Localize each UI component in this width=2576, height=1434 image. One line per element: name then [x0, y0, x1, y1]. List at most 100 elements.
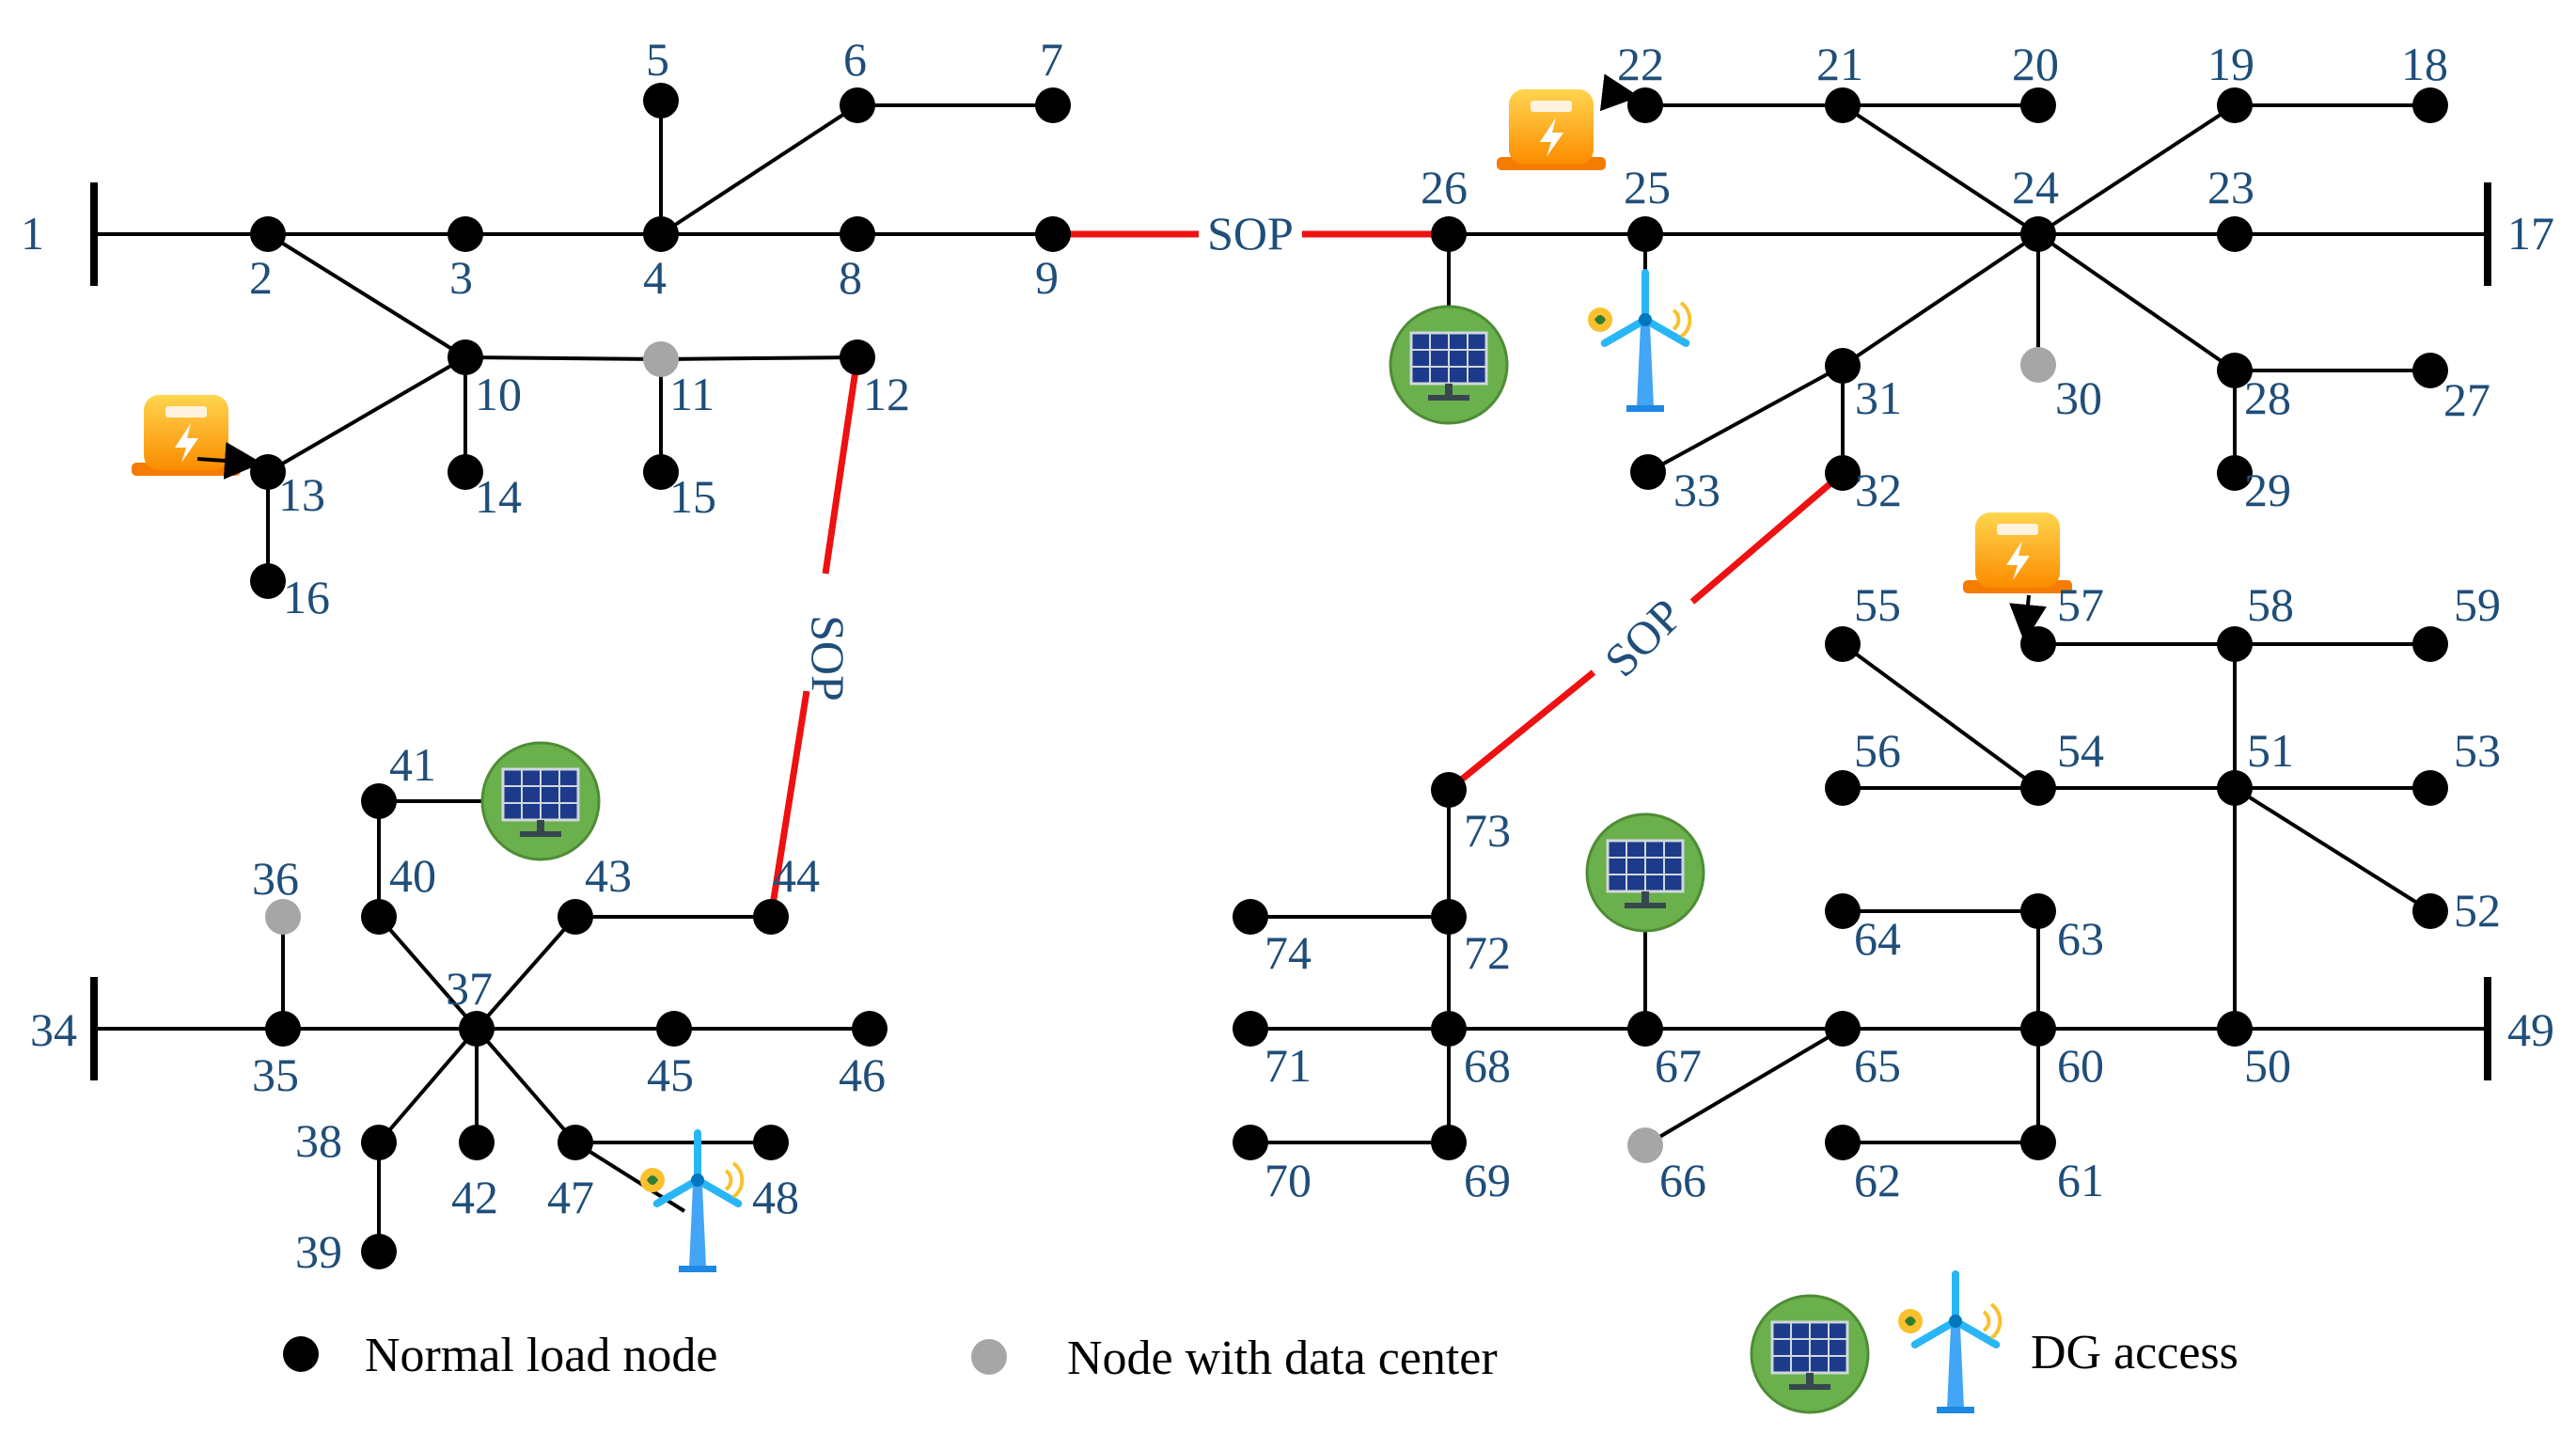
- node-label-2: 2: [249, 251, 273, 304]
- ev-charger-icon: [132, 395, 241, 476]
- node-label-61: 61: [2057, 1154, 2104, 1206]
- line-layer: [90, 101, 2491, 1252]
- node-label-16: 16: [283, 571, 330, 623]
- line-54-55: [1841, 642, 2040, 790]
- node-61: [2020, 1125, 2056, 1160]
- line-37-43: [475, 915, 577, 1031]
- node-label-36: 36: [252, 852, 299, 905]
- node-26: [1431, 216, 1467, 252]
- sop-label: SOP: [1207, 207, 1294, 260]
- node-label-39: 39: [295, 1225, 342, 1278]
- node-label-25: 25: [1624, 161, 1671, 213]
- node-label-43: 43: [585, 849, 632, 902]
- node-57: [2020, 626, 2056, 662]
- sop-line-32-73-b: [1446, 670, 1596, 793]
- charger-arrow: [1599, 73, 1640, 112]
- node-label-40: 40: [389, 849, 436, 902]
- node-label-55: 55: [1854, 578, 1901, 631]
- node-2: [250, 216, 286, 252]
- node-label-9: 9: [1035, 251, 1059, 304]
- line-65-66: [1643, 1027, 1845, 1147]
- node-45: [656, 1011, 692, 1047]
- legend-normal-dot: [283, 1336, 319, 1372]
- node-69: [1431, 1125, 1467, 1160]
- node-20: [2020, 87, 2056, 123]
- legend-wind-icon: [1898, 1270, 2003, 1413]
- node-4: [643, 216, 679, 252]
- node-label-33: 33: [1673, 464, 1720, 516]
- line-37-38: [377, 1027, 479, 1144]
- node-label-31: 31: [1855, 371, 1902, 424]
- sop-line-12-44-b: [767, 690, 810, 918]
- node-label-30: 30: [2055, 371, 2102, 424]
- node-54: [2020, 770, 2056, 806]
- node-27: [2412, 353, 2448, 388]
- node-9: [1035, 216, 1071, 252]
- node-label-45: 45: [647, 1048, 694, 1101]
- wind-turbine-icon: [1588, 269, 1692, 412]
- node-label-7: 7: [1040, 33, 1063, 86]
- node-label-44: 44: [773, 849, 820, 902]
- node-label-63: 63: [2057, 912, 2104, 965]
- node-64: [1825, 893, 1861, 929]
- node-label-57: 57: [2057, 578, 2104, 631]
- node-5: [643, 83, 679, 118]
- node-47: [558, 1125, 593, 1160]
- line-24-31: [1841, 232, 2040, 368]
- node-74: [1233, 899, 1268, 935]
- node-62: [1825, 1125, 1861, 1160]
- node-label-47: 47: [547, 1171, 594, 1223]
- line-24-28: [2036, 232, 2237, 372]
- node-label-11: 11: [669, 368, 715, 420]
- node-label-3: 3: [449, 251, 473, 304]
- node-label-12: 12: [863, 368, 910, 420]
- node-56: [1825, 770, 1861, 806]
- node-70: [1233, 1125, 1268, 1160]
- node-73: [1431, 772, 1467, 808]
- line-10-11: [464, 355, 662, 361]
- node-44: [753, 899, 789, 935]
- node-label-34: 34: [30, 1003, 77, 1056]
- node-label-64: 64: [1854, 912, 1901, 965]
- node-label-72: 72: [1464, 926, 1511, 979]
- node-6: [840, 87, 875, 123]
- node-19: [2217, 87, 2253, 123]
- node-36: [265, 899, 301, 935]
- solar-panel-icon: [1585, 812, 1705, 933]
- line-4-6: [659, 103, 859, 236]
- node-label-42: 42: [451, 1171, 498, 1223]
- node-60: [2020, 1011, 2056, 1047]
- charger-arrow: [2009, 594, 2047, 642]
- node-label-18: 18: [2401, 38, 2448, 90]
- node-label-8: 8: [839, 251, 862, 304]
- line-11-12: [660, 355, 858, 361]
- line-31-33: [1647, 364, 1844, 474]
- legend-normal-label: Normal load node: [365, 1329, 717, 1382]
- node-51: [2217, 770, 2253, 806]
- icon-layer: [132, 73, 2072, 1272]
- node-28: [2217, 353, 2253, 388]
- node-label-71: 71: [1264, 1039, 1312, 1092]
- sop-label: SOP: [802, 615, 855, 701]
- line-21-24: [1841, 103, 2040, 236]
- node-52: [2412, 893, 2448, 929]
- node-label-52: 52: [2454, 884, 2501, 937]
- node-23: [2217, 216, 2253, 252]
- node-label-38: 38: [295, 1114, 342, 1167]
- sop-line-12-44-a: [822, 356, 861, 575]
- node-label-29: 29: [2244, 464, 2291, 516]
- node-label-62: 62: [1854, 1154, 1901, 1206]
- node-55: [1825, 626, 1861, 662]
- line-24-19: [2036, 103, 2237, 236]
- node-30: [2020, 347, 2056, 383]
- node-label-53: 53: [2454, 724, 2501, 777]
- node-18: [2412, 87, 2448, 123]
- node-label-1: 1: [21, 207, 44, 260]
- node-29: [2217, 455, 2253, 491]
- node-8: [840, 216, 875, 252]
- node-42: [459, 1125, 495, 1160]
- node-label-46: 46: [839, 1048, 886, 1101]
- node-25: [1627, 216, 1663, 252]
